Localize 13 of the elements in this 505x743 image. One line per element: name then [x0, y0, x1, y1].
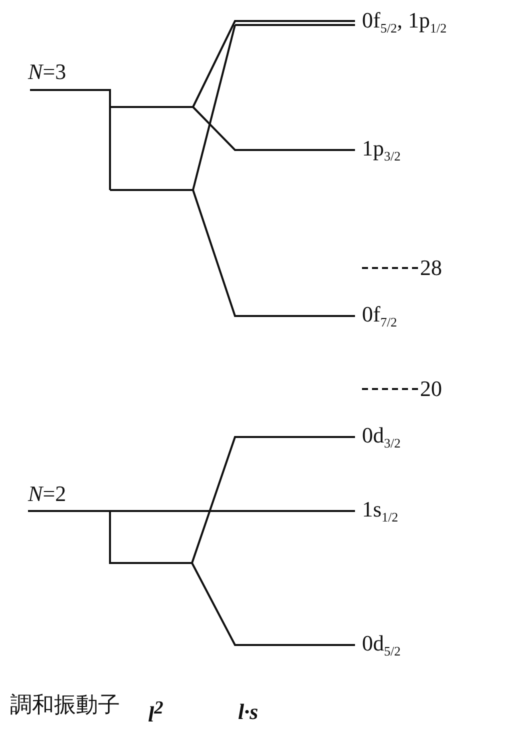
level-label: 0d$_{5/2}$: [362, 632, 401, 658]
level-label: 1p$_{3/2}$: [362, 137, 401, 163]
axis-caption: 調和振動子: [10, 694, 120, 716]
level-label: 1s$_{1/2}$: [362, 498, 398, 524]
level-label: N=2: [28, 483, 66, 505]
level-label: 0f$_{7/2}$: [362, 303, 397, 329]
magic-number: 28: [420, 257, 442, 279]
axis-caption: l$^{2}$: [148, 698, 164, 726]
level-label: 0f$_{5/2}$, 1p$_{1/2}$: [362, 9, 447, 35]
level-label: 0d$_{3/2}$: [362, 424, 401, 450]
axis-caption: l·s: [238, 701, 258, 723]
level-label: N=3: [28, 61, 66, 83]
magic-number: 20: [420, 378, 442, 400]
